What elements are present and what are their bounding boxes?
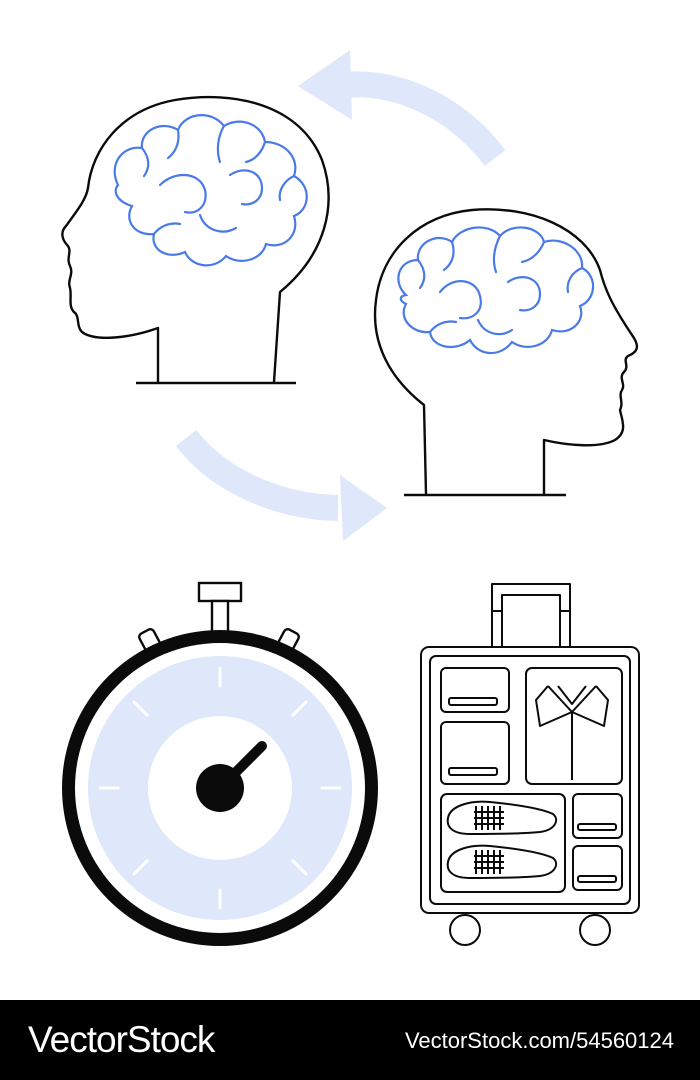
arrow-bottom-icon — [175, 429, 387, 541]
swap-arrows-icon — [175, 50, 506, 541]
stopwatch-ticks — [98, 666, 342, 910]
folded-clothes-1 — [440, 667, 510, 713]
watermark-bar: VectorStock VectorStock.com/54560124 — [0, 1000, 700, 1080]
shirt — [525, 667, 623, 785]
folded-clothes-4 — [572, 845, 623, 891]
folded-clothes-2 — [440, 721, 510, 785]
watermark-brand: VectorStock — [28, 1019, 215, 1060]
shoes — [440, 793, 566, 893]
arrow-top-icon — [298, 50, 506, 167]
head-right-icon — [373, 208, 639, 497]
watermark-image-id: VectorStock.com/54560124 — [404, 1028, 674, 1053]
stock-illustration — [61, 50, 640, 946]
head-left-icon — [61, 95, 330, 385]
folded-clothes-3 — [572, 793, 623, 839]
brain-left-icon — [113, 114, 308, 267]
suitcase-icon — [420, 583, 640, 946]
stopwatch-icon — [62, 581, 378, 946]
brain-right-icon — [397, 226, 595, 355]
